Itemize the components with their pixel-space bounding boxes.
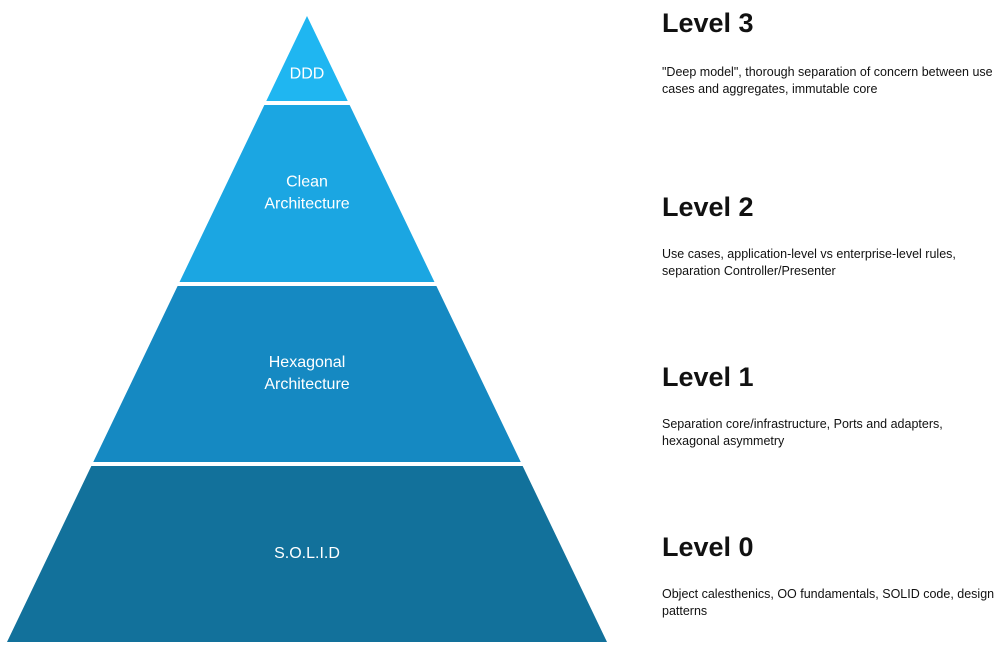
level-0-title: Level 0 bbox=[662, 532, 754, 562]
tier-solid-label-line-1: S.O.L.I.D bbox=[274, 545, 340, 562]
tier-solid bbox=[7, 466, 607, 642]
level-2-description: Use cases, application-level vs enterpri… bbox=[662, 247, 956, 278]
level-3-block: Level 3 "Deep model", thorough separatio… bbox=[662, 8, 998, 96]
level-2-title: Level 2 bbox=[662, 192, 754, 222]
tier-hexagonal-architecture-label-line-1: Hexagonal bbox=[269, 354, 346, 371]
tier-hexagonal-architecture-label-line-2: Architecture bbox=[264, 376, 349, 393]
tier-hexagonal-architecture bbox=[93, 286, 521, 462]
level-0-description: Object calesthenics, OO fundamentals, SO… bbox=[662, 587, 995, 618]
level-2-block: Level 2 Use cases, application-level vs … bbox=[662, 192, 998, 278]
level-0-block: Level 0 Object calesthenics, OO fundamen… bbox=[662, 532, 998, 618]
pyramid-diagram: DDDCleanArchitectureHexagonalArchitectur… bbox=[7, 16, 607, 642]
level-3-title: Level 3 bbox=[662, 8, 754, 38]
tier-clean-architecture-label-line-2: Architecture bbox=[264, 196, 349, 213]
tier-ddd-label-line-1: DDD bbox=[290, 66, 325, 83]
level-1-title: Level 1 bbox=[662, 362, 754, 392]
tier-clean-architecture-label-line-1: Clean bbox=[286, 174, 328, 191]
tier-clean-architecture bbox=[179, 105, 435, 282]
level-3-description: "Deep model", thorough separation of con… bbox=[662, 65, 993, 96]
tier-ddd bbox=[266, 16, 348, 101]
level-1-block: Level 1 Separation core/infrastructure, … bbox=[662, 362, 998, 448]
level-1-description: Separation core/infrastructure, Ports an… bbox=[662, 417, 943, 448]
